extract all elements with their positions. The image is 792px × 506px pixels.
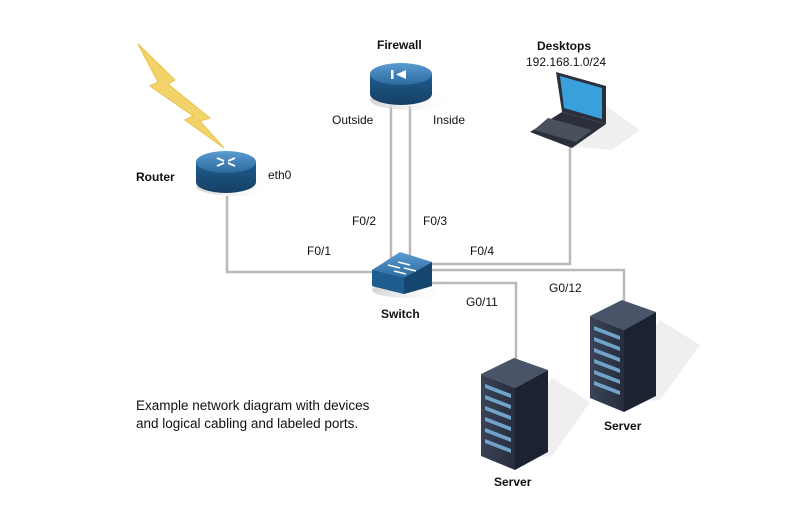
desktops-label: Desktops xyxy=(537,39,592,53)
port-label-f0-3: F0/3 xyxy=(423,214,448,228)
server-bottom-label: Server xyxy=(494,475,532,489)
cable-router-switch xyxy=(225,196,372,274)
cable-switch-server-b xyxy=(430,268,626,302)
firewall-label: Firewall xyxy=(377,38,422,52)
switch-icon xyxy=(372,252,452,298)
server-right-label: Server xyxy=(604,419,642,433)
router-icon xyxy=(196,151,276,196)
port-label-g0-12: G0/12 xyxy=(549,281,582,295)
firewall-outside-label: Outside xyxy=(332,113,374,127)
server-icon-bottom xyxy=(481,358,590,470)
port-label-f0-1: F0/1 xyxy=(307,244,332,258)
lightning-bolt-icon xyxy=(137,43,225,149)
port-label-f0-4: F0/4 xyxy=(470,244,495,258)
cable-desktops-switch xyxy=(428,146,572,266)
firewall-icon xyxy=(370,63,454,110)
cable-switch-server-a xyxy=(420,281,518,360)
port-label-g0-11: G0/11 xyxy=(466,295,498,309)
diagram-caption: Example network diagram with devices and… xyxy=(136,398,370,431)
router-label: Router xyxy=(136,170,175,184)
desktops-subnet-label: 192.168.1.0/24 xyxy=(526,55,607,69)
cables xyxy=(225,106,626,360)
laptop-icon xyxy=(530,72,640,150)
server-icon-right xyxy=(590,300,700,412)
switch-label: Switch xyxy=(381,307,420,321)
firewall-inside-label: Inside xyxy=(433,113,466,127)
port-label-f0-2: F0/2 xyxy=(352,214,377,228)
router-interface-label: eth0 xyxy=(268,168,292,182)
